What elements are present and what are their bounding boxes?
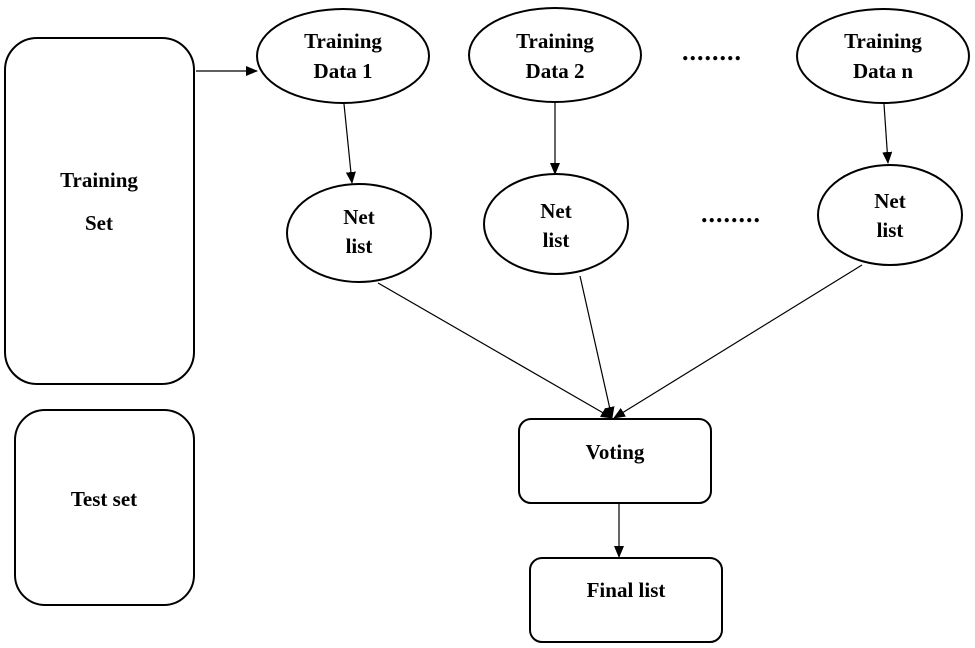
training-data-2-label-line2: Data 2 — [526, 59, 585, 83]
edge-net-list-1-to-voting — [377, 282, 613, 419]
training-data-n-label-line2: Data n — [853, 59, 913, 83]
final-list-node: Final list — [529, 557, 723, 643]
test-set-node: Test set — [14, 409, 195, 606]
edge-net-list-n-to-voting — [613, 264, 863, 419]
top-ellipsis: ........ — [682, 37, 742, 66]
training-set-label-line1: Training — [60, 168, 138, 192]
training-data-n-label-line1: Training — [844, 29, 922, 53]
voting-node: Voting — [518, 418, 712, 504]
training-data-n-node: Training Data n — [796, 8, 970, 104]
training-data-1-label-line2: Data 1 — [314, 59, 373, 83]
edge-data-1-to-net-list-1 — [343, 103, 356, 184]
edge-net-list-2-to-voting — [579, 275, 615, 419]
training-data-1-node: Training Data 1 — [256, 8, 430, 104]
training-data-2-node: Training Data 2 — [468, 7, 642, 103]
net-list-2-node: Net list — [483, 173, 629, 275]
net-list-2-label-line1: Net — [540, 199, 571, 223]
test-set-label: Test set — [71, 487, 137, 511]
net-list-1-label-line1: Net — [343, 205, 374, 229]
net-list-1-node: Net list — [286, 183, 432, 283]
training-data-1-label-line1: Training — [304, 29, 382, 53]
edge-data-n-to-net-list-n — [882, 103, 893, 164]
net-list-n-label-line1: Net — [874, 189, 905, 213]
training-set-node: Training Set — [4, 37, 195, 385]
final-list-label: Final list — [587, 578, 666, 602]
net-list-n-node: Net list — [817, 164, 963, 266]
training-data-2-label-line1: Training — [516, 29, 594, 53]
net-list-1-label-line2: list — [346, 234, 373, 258]
training-set-label-line2: Set — [85, 211, 113, 235]
voting-label: Voting — [586, 440, 645, 464]
net-list-2-label-line2: list — [543, 228, 570, 252]
middle-ellipsis: ........ — [701, 199, 761, 228]
net-list-n-label-line2: list — [877, 218, 904, 242]
